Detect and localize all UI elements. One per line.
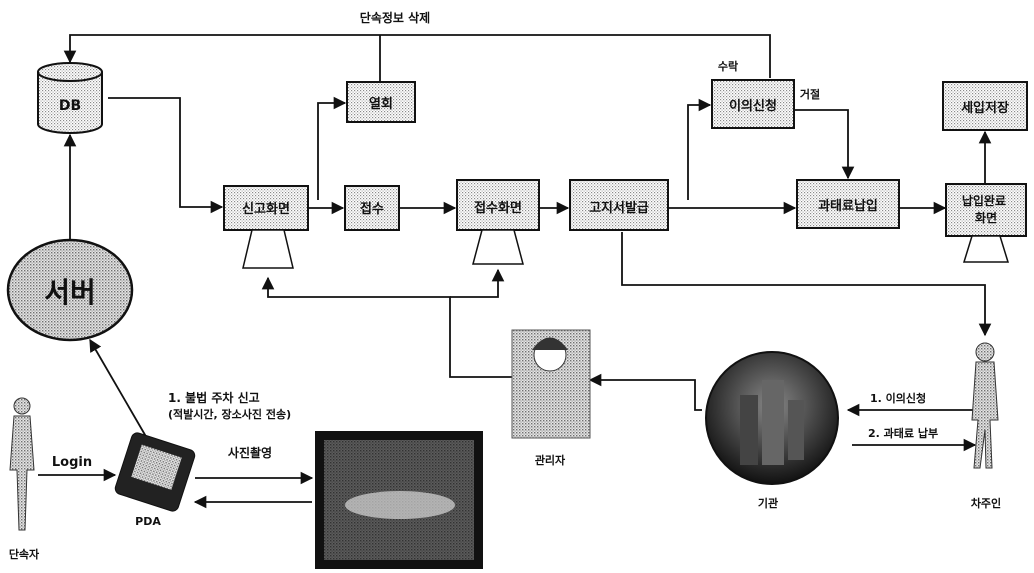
owner-payment-label: 2. 과태료 납부 (868, 426, 938, 440)
receipt-node: 접수 (345, 186, 399, 230)
notice-node: 고지서발급 (570, 180, 668, 230)
db-node: DB (38, 63, 102, 133)
edge-report-lookup (318, 103, 345, 200)
photo-label: 사진촬영 (228, 445, 272, 460)
owner-label: 차주인 (971, 496, 1001, 510)
receipt-label: 접수 (360, 201, 384, 217)
manager-label: 관리자 (535, 453, 566, 467)
owner-objection-label: 1. 이의신청 (870, 391, 926, 405)
edge-objection-payment (795, 110, 848, 178)
edge-notice-owner (622, 232, 985, 335)
lookup-label: 열회 (369, 96, 393, 112)
objection-label: 이의신청 (729, 98, 777, 114)
server-node: 서버 (8, 240, 132, 340)
login-label: Login (52, 455, 92, 470)
accept-label: 수락 (718, 60, 738, 73)
notice-label: 고지서발급 (589, 200, 649, 216)
edge-manager-monitor2 (450, 270, 498, 297)
lookup-node: 열회 (347, 82, 415, 122)
reject-label: 거절 (800, 87, 820, 101)
tax-store-node: 세입저장 (943, 82, 1027, 130)
manager-figure (512, 330, 590, 438)
enforcer-figure (10, 398, 34, 530)
server-label: 서버 (44, 276, 96, 309)
report-screen-label: 신고화면 (242, 201, 290, 217)
edge-agency-manager (590, 380, 702, 410)
edge-manager-monitors (268, 278, 512, 377)
pda-label: PDA (135, 515, 161, 528)
edge-pda-server (90, 340, 148, 440)
objection-node: 이의신청 (712, 80, 794, 128)
receipt-screen-label: 접수화면 (474, 200, 522, 216)
report-screen-node: 신고화면 (224, 186, 308, 268)
payment-screen-node: 납입완료 화면 (946, 184, 1026, 262)
enforcer-label: 단속자 (9, 547, 40, 561)
delete-info-label: 단속정보 삭제 (360, 10, 430, 25)
edge-notice-objection (688, 105, 710, 200)
report-label: 1. 불법 주차 신고 (168, 390, 260, 405)
pda-device (114, 431, 197, 512)
receipt-screen-node: 접수화면 (457, 180, 539, 264)
edge-delete-info (70, 35, 770, 78)
penalty-payment-node: 과태료납입 (797, 180, 899, 228)
db-label: DB (59, 98, 81, 114)
agency-label: 기관 (758, 496, 778, 510)
parking-photo (316, 432, 482, 568)
edge-db-report (108, 98, 222, 207)
report-detail-label: (적발시간, 장소사진 전송) (168, 407, 291, 421)
owner-figure (972, 343, 998, 468)
penalty-payment-label: 과태료납입 (818, 199, 878, 214)
tax-store-label: 세입저장 (961, 100, 1009, 116)
agency-figure (706, 352, 838, 484)
